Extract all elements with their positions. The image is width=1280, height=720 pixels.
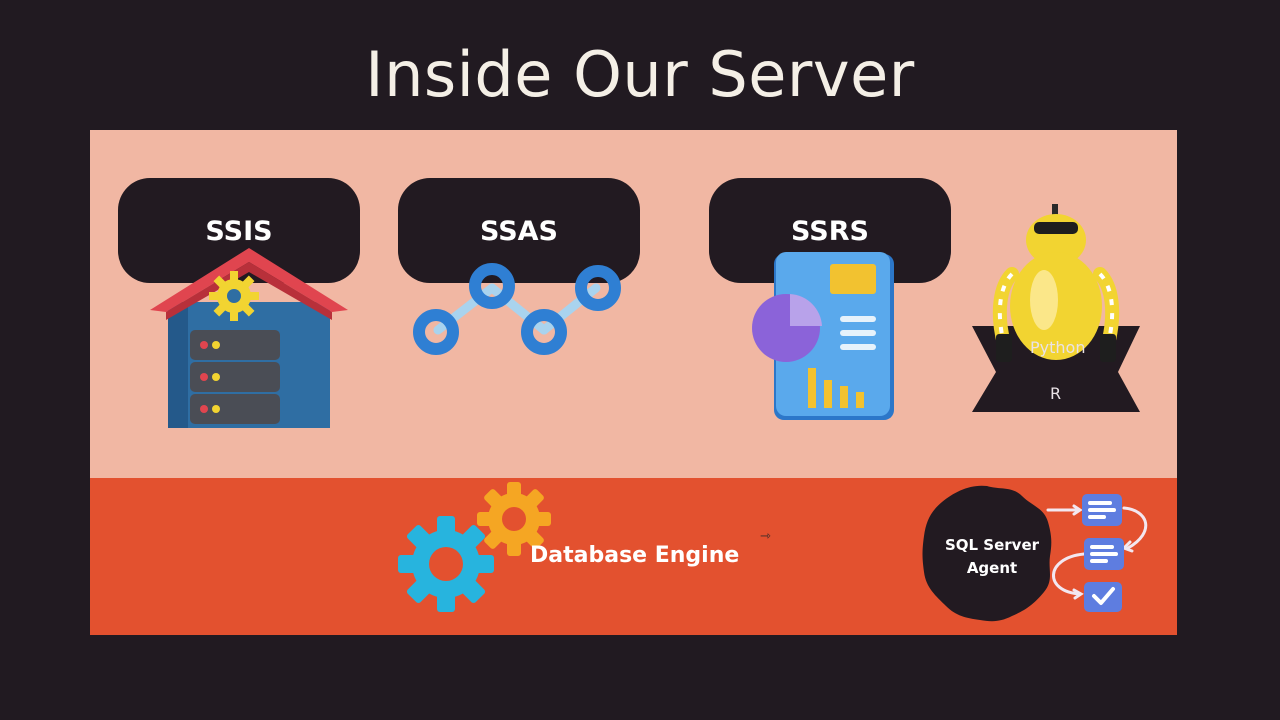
agent-badge-shape (922, 485, 1052, 622)
workflow-tasks-icon (1046, 494, 1148, 612)
sql-agent-label-line2: Agent (966, 559, 1018, 577)
sql-agent-label-line1: SQL Server (944, 536, 1040, 554)
slide-title: Inside Our Server (365, 38, 915, 111)
warehouse-server-icon (150, 248, 348, 428)
robot-icon (972, 204, 1140, 412)
orange-gear-icon (477, 482, 551, 556)
blue-gear-icon (398, 516, 494, 612)
r-label: R (1050, 384, 1062, 403)
network-nodes-icon (413, 263, 621, 355)
mouse-cursor-icon: ⇾ (760, 529, 771, 544)
sql-agent-label: SQL Server Agent (930, 534, 1054, 580)
python-label: Python (1030, 338, 1086, 357)
database-engine-label: Database Engine (530, 543, 740, 568)
report-document-icon (752, 252, 894, 420)
